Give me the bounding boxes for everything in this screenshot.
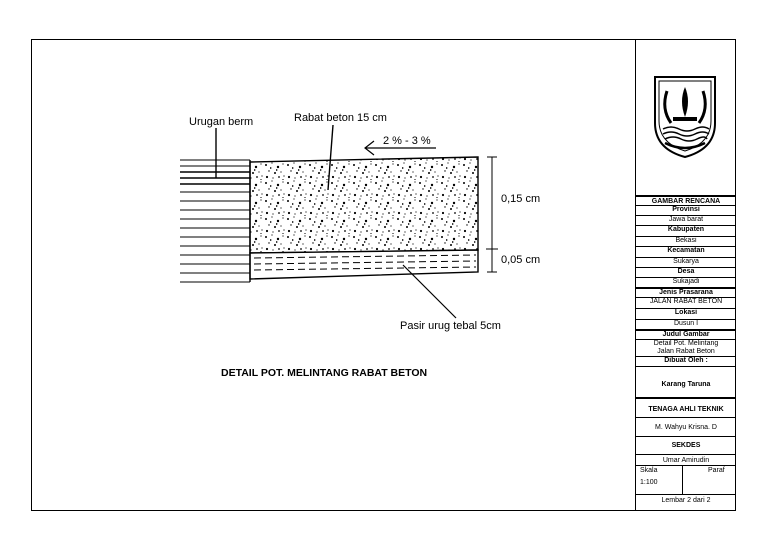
tb-sekdes-value: Umar Amirudin [636, 454, 736, 465]
dimension-bottom-label: 0,05 cm [501, 254, 541, 266]
tb-desa-label: Desa [636, 267, 736, 277]
tb-dibuat-label: Dibuat Oleh : [636, 356, 736, 366]
dimension-top-label: 0,15 cm [501, 193, 541, 205]
tb-provinsi-label: Provinsi [636, 205, 736, 215]
drawing-title: DETAIL POT. MELINTANG RABAT BETON [221, 367, 428, 379]
tb-skala-paraf: Skala Paraf 1:100 [636, 465, 736, 494]
tb-provinsi-value: Jawa barat [636, 215, 736, 225]
rabat-leader [327, 124, 334, 191]
tb-kabupaten-label: Kabupaten [636, 225, 736, 236]
tb-lokasi-label: Lokasi [636, 308, 736, 319]
label-urugan-berm: Urugan berm [189, 116, 254, 128]
tb-sekdes-label: SEKDES [636, 436, 736, 454]
sand-layer [249, 249, 479, 280]
tb-kecamatan-value: Sukarya [636, 257, 736, 267]
label-rabat-beton: Rabat beton 15 cm [294, 112, 387, 124]
tb-tenaga-label: TENAGA AHLI TEKNIK [636, 397, 736, 417]
tb-lembar: Lembar 2 dari 2 [636, 494, 736, 510]
berm-hatch-lines [180, 159, 250, 283]
tb-heading: GAMBAR RENCANA [636, 195, 736, 205]
label-slope: 2 % - 3 % [383, 135, 431, 147]
tb-kecamatan-label: Kecamatan [636, 246, 736, 257]
tb-lokasi-value: Dusun I [636, 319, 736, 329]
pasir-leader [402, 264, 457, 319]
drawing-sheet-border [31, 39, 736, 511]
tb-jenis-label: Jenis Prasarana [636, 287, 736, 297]
tb-skala-paraf-divider [682, 466, 683, 494]
title-block: GAMBAR RENCANA Provinsi Jawa barat Kabup… [635, 40, 736, 510]
slope-arrow [364, 140, 436, 156]
tb-desa-value: Sukajadi [636, 277, 736, 287]
regency-emblem-logo [654, 76, 716, 159]
concrete-slab [249, 156, 479, 254]
tb-skala-label: Skala [640, 467, 658, 474]
tb-dibuat-value: Karang Taruna [636, 366, 736, 397]
tb-judul-label: Judul Gambar [636, 329, 736, 339]
tb-paraf-label: Paraf [708, 467, 725, 474]
tb-tenaga-value: M. Wahyu Krisna. D [636, 417, 736, 436]
tb-jenis-value: JALAN RABAT BETON [636, 297, 736, 308]
tb-skala-value: 1:100 [640, 479, 658, 486]
dimension-lines [486, 156, 498, 273]
tb-kabupaten-value: Bekasi [636, 236, 736, 246]
label-pasir-urug: Pasir urug tebal 5cm [400, 320, 501, 332]
